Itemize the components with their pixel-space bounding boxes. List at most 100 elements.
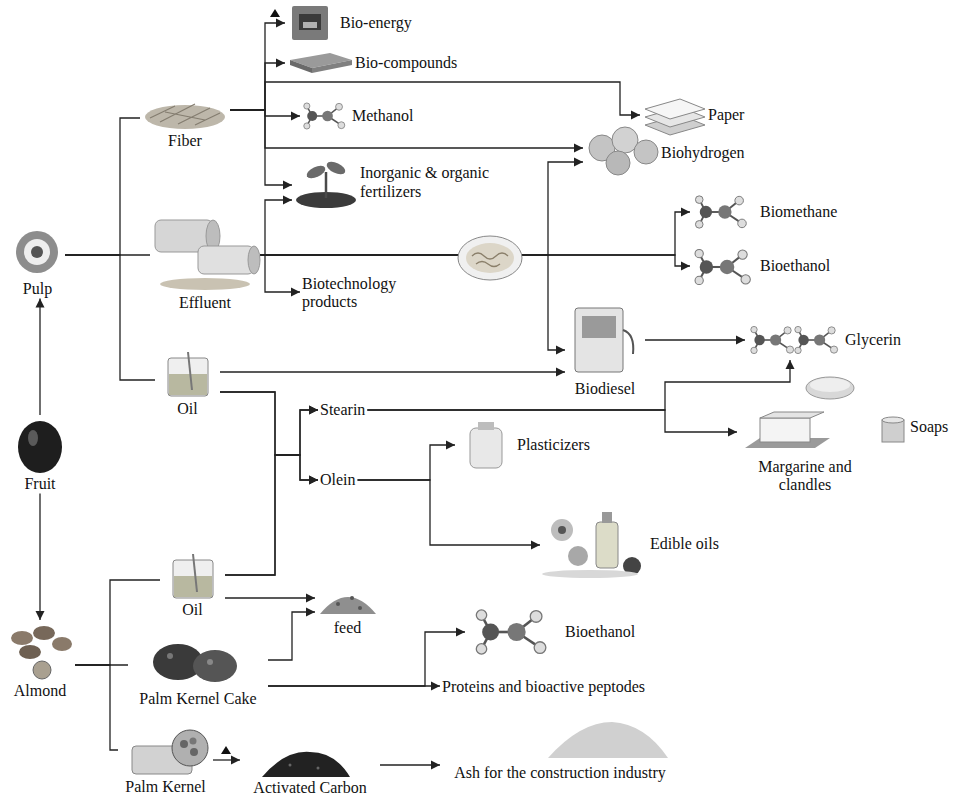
arrow-head bbox=[431, 761, 440, 770]
glycerin-molecule bbox=[751, 326, 794, 353]
biodiesel-item: Biodiesel bbox=[565, 305, 645, 398]
connector-line bbox=[260, 255, 300, 292]
biomethane-item: Biomethane bbox=[690, 192, 839, 232]
connector-line bbox=[75, 580, 160, 665]
arrow-head bbox=[556, 346, 565, 355]
arrow-head bbox=[276, 59, 285, 68]
connector-arrow bbox=[380, 761, 440, 770]
arrow-head bbox=[681, 208, 690, 217]
arrow-head bbox=[431, 682, 440, 691]
arrow-head bbox=[736, 336, 745, 345]
oil-beaker-icon bbox=[168, 352, 208, 396]
margarine-icon bbox=[745, 412, 830, 448]
connector-arrow bbox=[260, 158, 583, 256]
biotech-item: Biotechnology products bbox=[300, 275, 414, 312]
item-label: Biomethane bbox=[760, 203, 837, 221]
arrow-head bbox=[728, 428, 737, 437]
connector-arrow bbox=[230, 110, 300, 121]
margarine-item: Margarine and clandles bbox=[737, 413, 873, 495]
connector-line bbox=[225, 455, 318, 575]
connector-line bbox=[358, 480, 540, 545]
item-label: Proteins and bioactive peptodes bbox=[442, 678, 645, 696]
activated-carbon-icon bbox=[262, 752, 350, 777]
methane-molecule bbox=[695, 196, 746, 228]
kernel-cake-item: Palm Kernel Cake bbox=[128, 635, 268, 708]
connector-line bbox=[75, 665, 118, 750]
hydrogen-spheres-icon bbox=[589, 127, 658, 175]
ash-item: Ash for the construction industry bbox=[440, 712, 680, 782]
connector-arrow bbox=[75, 580, 160, 665]
arrow-head bbox=[574, 158, 583, 167]
methanol-item: Methanol bbox=[300, 100, 415, 132]
item-label: Stearin bbox=[320, 401, 365, 419]
connector-arrow bbox=[65, 118, 140, 255]
palm-kernel-icon bbox=[132, 730, 208, 774]
connector-arrow bbox=[225, 406, 318, 576]
connector-line bbox=[220, 371, 565, 372]
connector-line bbox=[358, 445, 455, 480]
item-label: Bioethanol bbox=[760, 257, 830, 275]
connector-arrow bbox=[220, 392, 318, 485]
connector-arrow bbox=[36, 493, 45, 620]
connector-arrow bbox=[358, 480, 540, 550]
soaps-item: Soaps bbox=[878, 412, 950, 442]
connector-arrow bbox=[220, 392, 318, 455]
connector-arrow bbox=[260, 255, 565, 355]
effluent-pipes-icon bbox=[155, 220, 260, 290]
connector-line bbox=[39, 493, 40, 620]
item-label: Paper bbox=[708, 106, 744, 124]
item-label: Biotechnology products bbox=[302, 275, 412, 312]
fruit-item: Fruit bbox=[10, 415, 70, 493]
connector-arrow bbox=[268, 682, 440, 691]
arrow-head bbox=[681, 262, 690, 271]
connector-line bbox=[260, 200, 292, 255]
edible-oils-item: Edible oils bbox=[540, 508, 721, 580]
item-label: Methanol bbox=[352, 107, 413, 125]
arrow-head bbox=[36, 611, 45, 620]
paper-item: Paper bbox=[640, 95, 746, 135]
connector-arrow bbox=[260, 255, 300, 297]
petri-dish-icon bbox=[458, 236, 522, 280]
item-label: Bioethanol bbox=[565, 623, 635, 641]
connector-line bbox=[645, 339, 745, 340]
arrow-head bbox=[786, 360, 795, 369]
item-label: Plasticizers bbox=[517, 436, 590, 454]
arrow-head bbox=[309, 476, 318, 485]
connector-line bbox=[220, 392, 318, 455]
stove-icon bbox=[292, 6, 328, 40]
connector-line bbox=[65, 254, 150, 255]
item-label: Glycerin bbox=[845, 331, 901, 349]
connector-line bbox=[260, 255, 565, 350]
arrow-head bbox=[446, 441, 455, 450]
connector-line bbox=[230, 110, 292, 185]
connector-line bbox=[268, 685, 440, 686]
item-label: Fiber bbox=[168, 132, 202, 150]
oil-item: Oil bbox=[160, 555, 225, 619]
arrow-head bbox=[36, 298, 45, 307]
olein-item: Olein bbox=[318, 469, 358, 491]
biohydrogen-item: Biohydrogen bbox=[583, 128, 747, 178]
connector-line bbox=[75, 664, 128, 665]
oil-item: Oil bbox=[155, 355, 220, 418]
feed-item: feed bbox=[315, 575, 380, 637]
connector-arrow bbox=[75, 665, 118, 750]
connector-arrow bbox=[260, 196, 292, 256]
connector-arrow bbox=[220, 368, 565, 377]
kernel-cake-icon bbox=[153, 644, 237, 682]
bioethanol-item: Bioethanol bbox=[690, 245, 832, 287]
bio-energy-item: Bio-energy bbox=[285, 3, 414, 43]
arrow-head bbox=[283, 181, 292, 190]
plastic-bottle-icon bbox=[470, 422, 502, 468]
methanol-molecule bbox=[304, 103, 345, 129]
slab-icon bbox=[290, 53, 352, 73]
connector-line bbox=[380, 764, 440, 765]
fertilizer-item: Inorganic & organic fertilizers bbox=[292, 155, 502, 210]
connector-arrow bbox=[36, 298, 45, 415]
connector-line bbox=[220, 392, 318, 480]
activated-carbon-item: Activated Carbon bbox=[240, 745, 380, 797]
connector-arrow bbox=[225, 594, 315, 603]
fruit-icon bbox=[18, 421, 62, 473]
pulp-icon bbox=[16, 231, 58, 273]
edible-oils-icon bbox=[542, 512, 641, 578]
arrow-head bbox=[306, 594, 315, 603]
